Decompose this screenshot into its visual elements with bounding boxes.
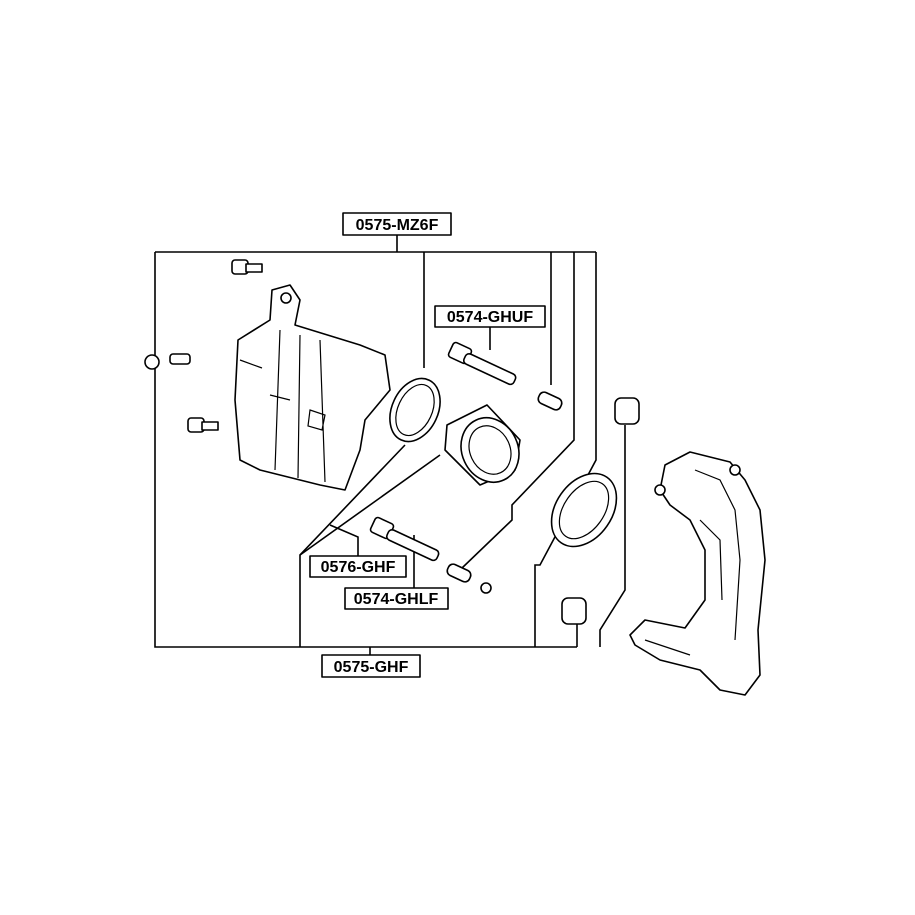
bleeder-bolt-top bbox=[231, 259, 263, 275]
piston bbox=[444, 404, 521, 486]
upper-pin-boot bbox=[537, 391, 563, 411]
label-upper-guide-pin: 0574-GHUF bbox=[434, 305, 546, 328]
label-text: 0574-GHLF bbox=[354, 591, 439, 608]
label-caliper-assembly: 0575-MZ6F bbox=[342, 212, 452, 236]
lower-pin-boot bbox=[446, 563, 492, 594]
caliper-body bbox=[234, 284, 391, 491]
upper-guide-pin-part bbox=[447, 341, 517, 386]
label-text: 0575-GHF bbox=[334, 659, 409, 676]
label-repair-kit: 0575-GHF bbox=[321, 654, 421, 678]
bushing-bottom bbox=[561, 597, 587, 625]
label-text: 0575-MZ6F bbox=[356, 217, 439, 234]
bleeder-screw bbox=[169, 353, 191, 365]
label-text: 0576-GHF bbox=[321, 559, 396, 576]
label-lower-guide-pin: 0574-GHLF bbox=[344, 587, 449, 610]
label-text: 0574-GHUF bbox=[447, 309, 533, 326]
piston-seal bbox=[550, 472, 618, 548]
dust-boot-ring bbox=[389, 377, 441, 443]
bleeder-bolt-bottom bbox=[187, 417, 219, 433]
caliper-bracket bbox=[629, 451, 766, 696]
lower-guide-pin-part bbox=[369, 516, 440, 562]
bleeder-cap bbox=[144, 354, 160, 370]
label-piston: 0576-GHF bbox=[309, 555, 407, 578]
bushing-top bbox=[614, 397, 640, 425]
